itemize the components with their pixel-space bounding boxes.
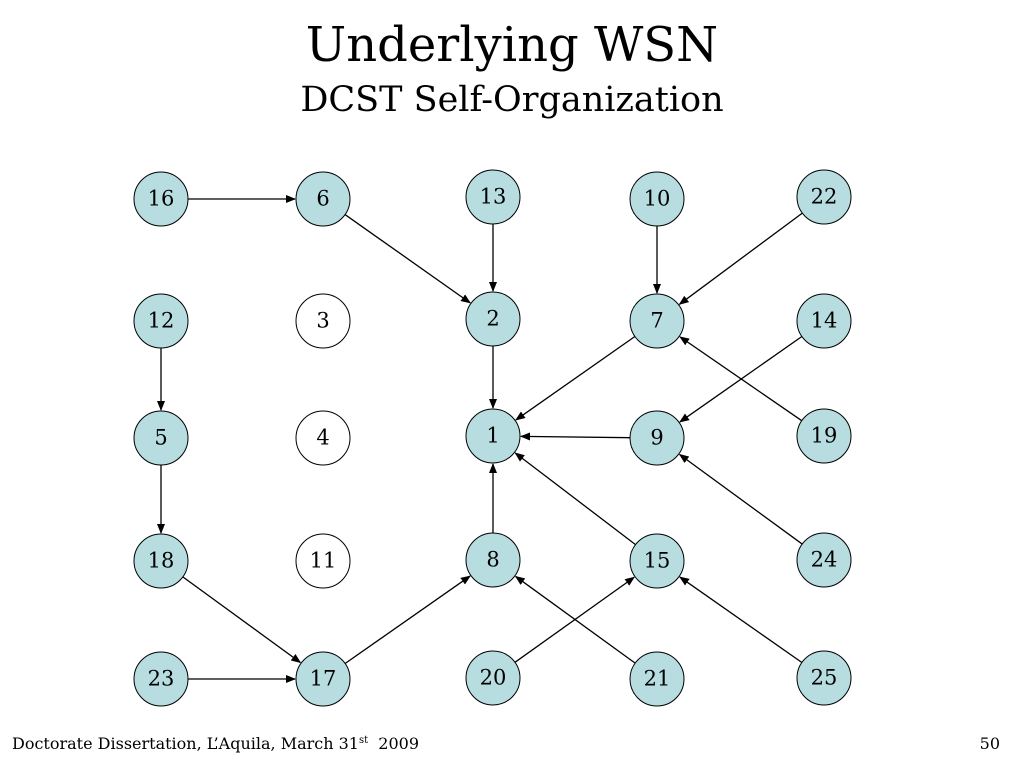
node-label: 9 — [650, 426, 663, 450]
node-22: 22 — [796, 169, 852, 225]
node-label: 1 — [486, 424, 499, 448]
node-label: 21 — [644, 667, 671, 691]
node-label: 25 — [811, 666, 838, 690]
edge-7-to-1 — [515, 335, 636, 421]
node-2: 2 — [465, 291, 521, 347]
node-25: 25 — [796, 650, 852, 706]
node-circle — [133, 533, 189, 589]
slide-subtitle: DCST Self-Organization — [300, 80, 724, 120]
node-label: 5 — [154, 426, 167, 450]
node-circle — [796, 408, 852, 464]
node-label: 6 — [316, 187, 329, 211]
node-label: 23 — [148, 667, 175, 691]
node-9: 9 — [629, 410, 685, 466]
node-label: 18 — [148, 549, 175, 573]
footer-year: 2009 — [378, 734, 420, 753]
edge-18-to-17 — [182, 576, 302, 664]
node-circle — [295, 651, 351, 707]
node-11: 11 — [295, 533, 351, 589]
node-circle — [465, 408, 521, 464]
node-4: 4 — [295, 410, 351, 466]
node-label: 19 — [811, 424, 838, 448]
node-label: 14 — [811, 309, 838, 333]
edge-6-to-2 — [344, 214, 471, 304]
edge-9-to-1 — [519, 432, 631, 441]
page-number: 50 — [979, 734, 1000, 753]
node-circle — [629, 410, 685, 466]
node-12: 12 — [133, 293, 189, 349]
node-23: 23 — [133, 651, 189, 707]
node-circle — [133, 651, 189, 707]
node-24: 24 — [796, 532, 852, 588]
node-21: 21 — [629, 651, 685, 707]
footer-superscript: st — [358, 735, 369, 746]
footer-text: Doctorate Dissertation, L’Aquila, March … — [12, 734, 359, 753]
node-18: 18 — [133, 533, 189, 589]
node-17: 17 — [295, 651, 351, 707]
edge-24-to-9 — [678, 453, 803, 545]
node-label: 8 — [486, 548, 499, 572]
node-3: 3 — [295, 293, 351, 349]
node-8: 8 — [465, 532, 521, 588]
node-circle — [133, 171, 189, 227]
node-circle — [465, 291, 521, 347]
edge-19-to-7 — [679, 336, 803, 422]
node-circle — [295, 533, 351, 589]
node-7: 7 — [629, 293, 685, 349]
node-circle — [133, 293, 189, 349]
node-circle — [465, 650, 521, 706]
node-16: 16 — [133, 171, 189, 227]
edge-22-to-7 — [678, 212, 803, 305]
node-label: 7 — [650, 309, 663, 333]
node-circle — [295, 293, 351, 349]
node-circle — [465, 169, 521, 225]
node-circle — [629, 293, 685, 349]
node-circle — [629, 533, 685, 589]
node-circle — [465, 532, 521, 588]
node-circle — [796, 293, 852, 349]
node-14: 14 — [796, 293, 852, 349]
node-label: 20 — [480, 666, 507, 690]
node-circle — [796, 169, 852, 225]
node-label: 3 — [316, 309, 329, 333]
node-circle — [133, 410, 189, 466]
node-label: 10 — [644, 187, 671, 211]
node-label: 15 — [644, 549, 671, 573]
edge-17-to-8 — [344, 575, 471, 665]
node-label: 24 — [811, 548, 838, 572]
edge-25-to-15 — [679, 576, 803, 664]
node-1: 1 — [465, 408, 521, 464]
node-20: 20 — [465, 650, 521, 706]
edge-15-to-1 — [514, 452, 636, 546]
edges-layer — [157, 195, 803, 683]
node-19: 19 — [796, 408, 852, 464]
node-13: 13 — [465, 169, 521, 225]
footer: Doctorate Dissertation, L’Aquila, March … — [12, 733, 419, 755]
node-circle — [629, 651, 685, 707]
node-label: 12 — [148, 309, 175, 333]
node-label: 2 — [486, 307, 499, 331]
node-label: 11 — [310, 549, 337, 573]
node-6: 6 — [295, 171, 351, 227]
node-label: 22 — [811, 185, 838, 209]
node-label: 4 — [316, 426, 329, 450]
node-10: 10 — [629, 171, 685, 227]
edge-21-to-8 — [514, 575, 636, 664]
node-15: 15 — [629, 533, 685, 589]
node-label: 17 — [310, 667, 337, 691]
node-label: 13 — [480, 185, 507, 209]
node-circle — [295, 171, 351, 227]
node-circle — [796, 532, 852, 588]
node-circle — [796, 650, 852, 706]
node-label: 16 — [148, 187, 175, 211]
node-circle — [295, 410, 351, 466]
node-5: 5 — [133, 410, 189, 466]
slide-title: Underlying WSN — [305, 17, 719, 73]
node-circle — [629, 171, 685, 227]
